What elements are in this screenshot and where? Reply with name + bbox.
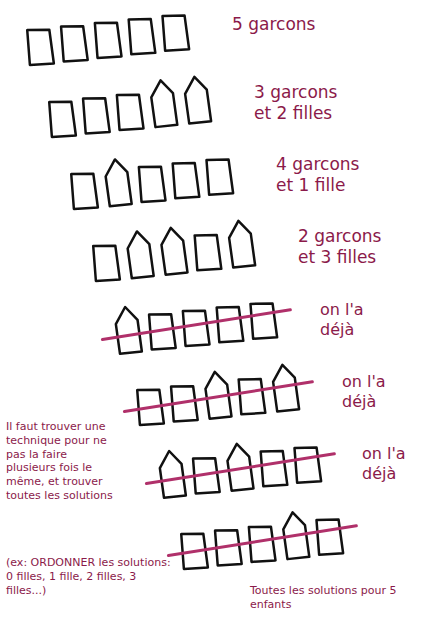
boy-shape xyxy=(238,377,266,415)
girl-shape xyxy=(158,450,186,498)
boy-shape xyxy=(48,100,76,138)
boy-shape xyxy=(249,301,277,339)
boy-shape xyxy=(315,517,343,555)
girl-shape xyxy=(150,79,178,127)
summary-note: Toutes les solutions pour 5 enfants xyxy=(250,584,425,612)
boy-shape xyxy=(94,21,122,59)
children-row xyxy=(91,220,255,282)
girl-shape xyxy=(114,306,142,354)
repeat-note: on l'a déjà xyxy=(320,300,400,340)
strike-line xyxy=(167,526,357,556)
repeat-note: on l'a déjà xyxy=(362,444,424,484)
boy-shape xyxy=(161,13,189,51)
boy-shape xyxy=(26,28,54,66)
children-row xyxy=(69,148,233,210)
boy-shape xyxy=(116,93,144,131)
children-row xyxy=(99,290,293,356)
boy-shape xyxy=(205,157,233,195)
boy-shape xyxy=(194,233,222,271)
boy-shape xyxy=(260,449,288,487)
boy-shape xyxy=(293,445,321,483)
strike-line xyxy=(145,454,335,484)
boy-shape xyxy=(82,96,110,134)
boy-shape xyxy=(138,165,166,203)
girl-shape xyxy=(104,158,132,206)
row-label: 5 garcons xyxy=(232,14,412,35)
children-row xyxy=(47,76,211,138)
boy-shape xyxy=(128,17,156,55)
example-note: (ex: ORDONNER les solutions: 0 filles, 1… xyxy=(6,556,178,597)
strike-line xyxy=(123,382,313,412)
boy-shape xyxy=(216,305,244,343)
girl-shape xyxy=(126,230,154,278)
girl-shape xyxy=(227,220,255,268)
children-row xyxy=(121,362,315,428)
girl-shape xyxy=(160,227,188,275)
row-label: 2 garcons et 3 filles xyxy=(298,226,403,269)
children-row xyxy=(165,506,359,572)
method-note: Il faut trouver une technique pour ne pa… xyxy=(6,420,114,503)
row-label: 3 garcons et 2 filles xyxy=(254,82,359,125)
row-label: 4 garcons et 1 fille xyxy=(276,154,381,197)
strike-line xyxy=(101,310,291,340)
boy-shape xyxy=(60,24,88,62)
boy-shape xyxy=(92,244,120,282)
repeat-note: on l'a déjà xyxy=(342,372,422,412)
girl-shape xyxy=(183,76,211,124)
boy-shape xyxy=(70,172,98,210)
children-row xyxy=(143,434,337,500)
children-row xyxy=(26,13,189,66)
boy-shape xyxy=(172,161,200,199)
